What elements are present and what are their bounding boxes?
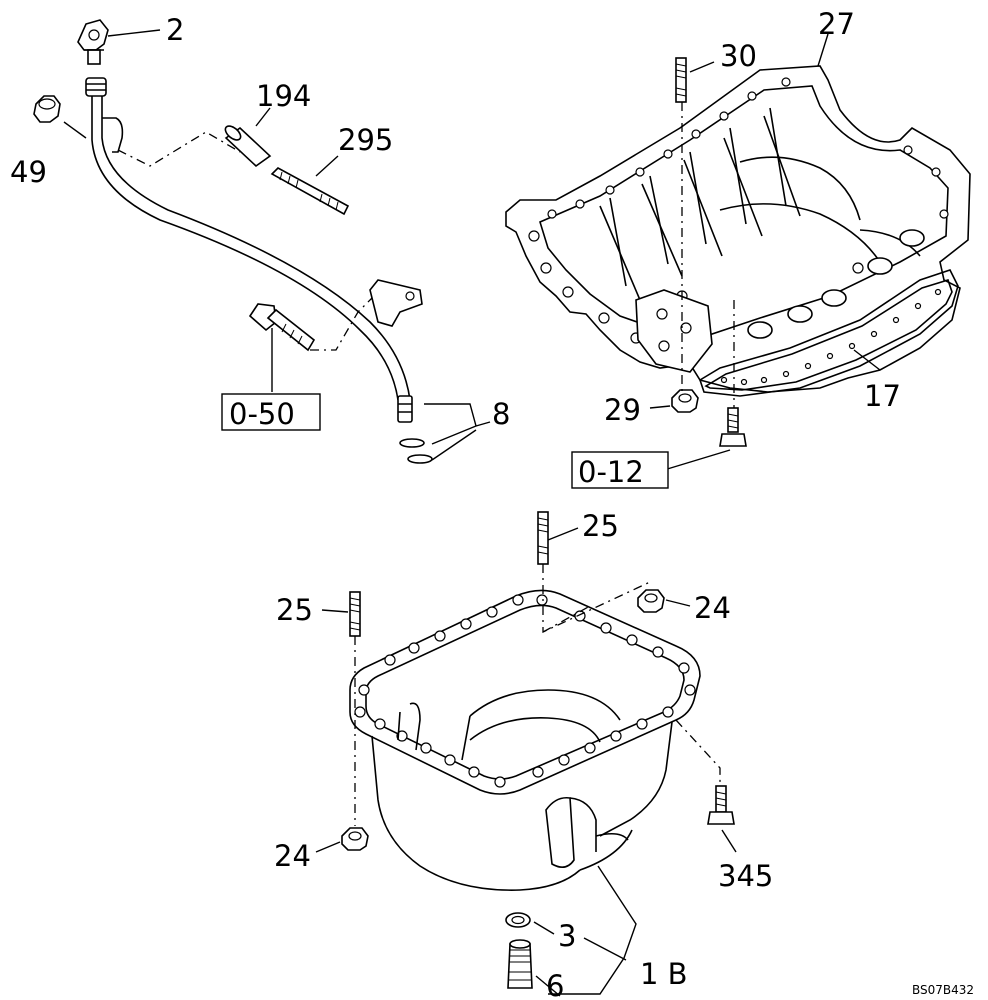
callout-24-right: 24 bbox=[694, 591, 731, 625]
callout-49: 49 bbox=[10, 155, 47, 189]
stud-295 bbox=[270, 167, 350, 216]
nut-29 bbox=[671, 389, 699, 413]
callout-17: 17 bbox=[864, 379, 901, 413]
callout-3: 3 bbox=[558, 919, 576, 953]
lower-oil-pan bbox=[349, 589, 701, 891]
flange-bolt bbox=[248, 303, 316, 352]
reference-box-0-50: 0-50 bbox=[221, 393, 321, 431]
sleeve-194 bbox=[224, 125, 272, 168]
callout-295: 295 bbox=[338, 123, 393, 157]
dipstick-assembly bbox=[33, 19, 491, 464]
nut-24-right bbox=[637, 589, 665, 613]
callout-30: 30 bbox=[720, 39, 757, 73]
o-ring-pair bbox=[399, 438, 433, 464]
callout-345: 345 bbox=[718, 859, 773, 893]
callout-194: 194 bbox=[256, 79, 311, 113]
stud-25-center bbox=[537, 511, 549, 565]
nut-24-left bbox=[341, 827, 369, 851]
callout-25-center: 25 bbox=[582, 509, 619, 543]
gasket-17 bbox=[699, 269, 959, 397]
reference-0-12: 0-12 bbox=[578, 455, 644, 489]
washer-3 bbox=[505, 912, 531, 928]
callout-29: 29 bbox=[604, 393, 641, 427]
reference-box-0-12: 0-12 bbox=[571, 451, 669, 489]
callout-27: 27 bbox=[818, 7, 855, 41]
callout-25-left: 25 bbox=[276, 593, 313, 627]
nut-49 bbox=[33, 95, 61, 123]
bolt-345 bbox=[707, 785, 735, 825]
guide-tube-fitting bbox=[85, 77, 107, 97]
reference-0-50: 0-50 bbox=[229, 397, 295, 431]
stud-25-left bbox=[349, 591, 361, 637]
callout-8: 8 bbox=[492, 397, 510, 431]
bolt-012 bbox=[719, 407, 747, 447]
crankcase-frame bbox=[505, 65, 971, 393]
dipstick-handle bbox=[77, 19, 109, 65]
drain-plug-6 bbox=[507, 939, 533, 989]
stud-30 bbox=[675, 57, 687, 103]
guide-tube bbox=[91, 96, 423, 423]
callout-1b: 1 B bbox=[640, 957, 688, 991]
callout-6: 6 bbox=[546, 969, 564, 1000]
drawing-code: BS07B432 bbox=[912, 983, 974, 997]
callout-2: 2 bbox=[166, 13, 184, 47]
callout-24-left: 24 bbox=[274, 839, 311, 873]
